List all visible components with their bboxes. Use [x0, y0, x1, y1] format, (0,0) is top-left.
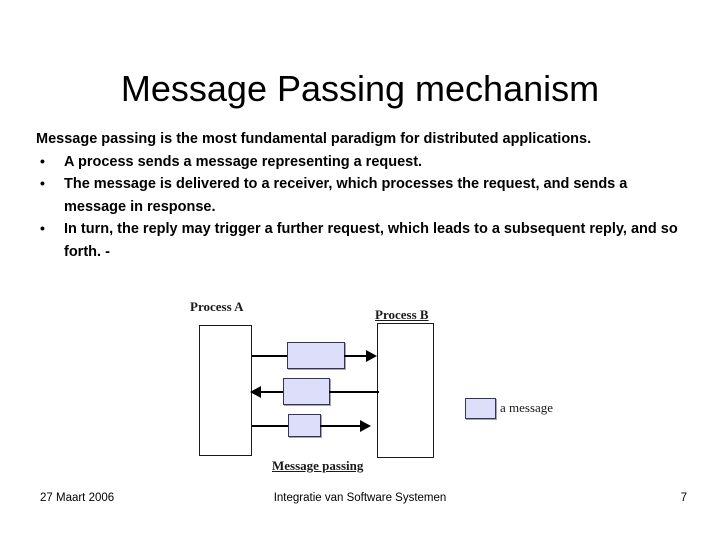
bullet-item-2-text: The message is delivered to a receiver, … [64, 176, 628, 215]
bullet-marker-icon: • [40, 220, 45, 236]
arrow-right-icon [366, 350, 377, 362]
slide-footer: 27 Maart 2006 Integratie van Software Sy… [0, 492, 720, 512]
process-a-label: Process A [190, 299, 244, 314]
process-b-label: Process B [375, 307, 429, 322]
legend-swatch [465, 398, 496, 419]
bullet-item-3: • In turn, the reply may trigger a furth… [36, 218, 684, 263]
message-box-2 [283, 378, 330, 405]
legend-label: a message [500, 400, 554, 415]
message-box-3 [288, 414, 321, 437]
connector-line-2-right [329, 391, 379, 393]
bullet-item-3-text: In turn, the reply may trigger a further… [64, 221, 678, 260]
arrow-left-icon [250, 386, 261, 398]
connector-line-3-left [252, 425, 289, 427]
process-b-box [377, 323, 434, 458]
bullet-item-1-text: A process sends a message representing a… [64, 153, 423, 170]
page-title: Message Passing mechanism [120, 68, 600, 110]
slide-body: Message passing is the most fundamental … [36, 128, 684, 263]
bullet-marker-icon: • [40, 175, 45, 191]
footer-date: 27 Maart 2006 [40, 492, 115, 504]
arrow-right-icon [360, 420, 371, 432]
bullet-item-2: • The message is delivered to a receiver… [36, 173, 684, 218]
diagram-caption: Message passing [272, 458, 364, 473]
footer-page-number: 7 [680, 492, 687, 504]
connector-line-3-right [320, 425, 362, 427]
process-a-box [199, 325, 252, 456]
connector-line-1-right [344, 355, 369, 357]
bullet-item-1: • A process sends a message representing… [36, 151, 684, 174]
message-box-1 [287, 342, 345, 369]
lead-paragraph-text: Message passing is the most fundamental … [36, 131, 592, 147]
bullet-marker-icon: • [40, 152, 45, 169]
footer-course-name: Integratie van Software Systemen [273, 492, 447, 504]
lead-paragraph: Message passing is the most fundamental … [36, 128, 684, 151]
connector-line-1-left [252, 355, 288, 357]
connector-line-2-left [260, 391, 284, 393]
